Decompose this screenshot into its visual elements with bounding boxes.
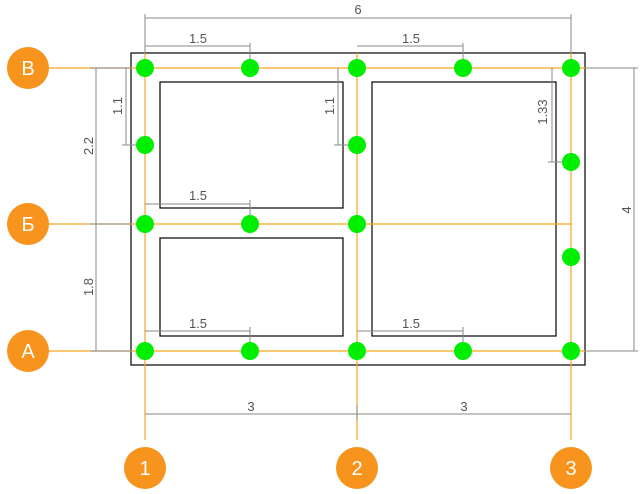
column-bubble-1: [124, 447, 166, 489]
dim-height-B-A: 1.8: [81, 278, 96, 296]
room-bottom-left: [159, 237, 344, 337]
row-bubble-V: [7, 47, 49, 89]
row-bubble-B: [7, 203, 49, 245]
pile: [241, 59, 259, 77]
pile: [348, 342, 366, 360]
pile: [136, 215, 154, 233]
column-bubble-2: [336, 447, 378, 489]
pile: [562, 59, 580, 77]
dim-middle: 1.5: [189, 188, 207, 203]
room-top-left: [159, 81, 344, 209]
dim-span-2-3: 3: [460, 399, 467, 414]
column-bubbles: 1 2 3: [124, 447, 592, 489]
dim-top-right: 1.5: [402, 31, 420, 46]
dim-mid-1-1: 1.1: [322, 97, 337, 115]
column-bubble-3: [550, 447, 592, 489]
pile: [136, 136, 154, 154]
pile: [241, 342, 259, 360]
dim-top-left: 1.5: [189, 31, 207, 46]
pile: [136, 342, 154, 360]
column-label-2: 2: [351, 458, 362, 480]
row-label-B: Б: [21, 214, 34, 236]
dim-bottom-left: 1.5: [189, 316, 207, 331]
foundation-outline: [130, 52, 586, 366]
row-label-A: А: [21, 341, 35, 363]
pile: [454, 342, 472, 360]
column-label-1: 1: [139, 458, 150, 480]
pile: [562, 248, 580, 266]
pile: [562, 153, 580, 171]
dim-left-1-1: 1.1: [110, 97, 125, 115]
dim-height-V-B: 2.2: [81, 137, 96, 155]
dim-right-1-33: 1.33: [535, 99, 550, 124]
pile: [562, 342, 580, 360]
pile: [454, 59, 472, 77]
piles: [136, 59, 580, 360]
room-right: [371, 81, 557, 337]
pile: [348, 215, 366, 233]
pile: [136, 59, 154, 77]
pile: [348, 59, 366, 77]
pile: [241, 215, 259, 233]
dimension-lines: [90, 14, 638, 420]
row-bubbles: В Б А: [7, 47, 49, 372]
column-label-3: 3: [565, 458, 576, 480]
dim-overall-height: 4: [619, 206, 634, 213]
pile: [348, 136, 366, 154]
dimension-labels: 6 1.5 1.5 1.5 1.5 1.5 3 3 2.2 1.8 4 1.1 …: [81, 2, 634, 414]
dim-overall-width: 6: [354, 2, 361, 17]
row-bubble-A: [7, 330, 49, 372]
dim-bottom-right: 1.5: [402, 316, 420, 331]
dim-span-1-2: 3: [247, 399, 254, 414]
row-label-V: В: [21, 58, 34, 80]
